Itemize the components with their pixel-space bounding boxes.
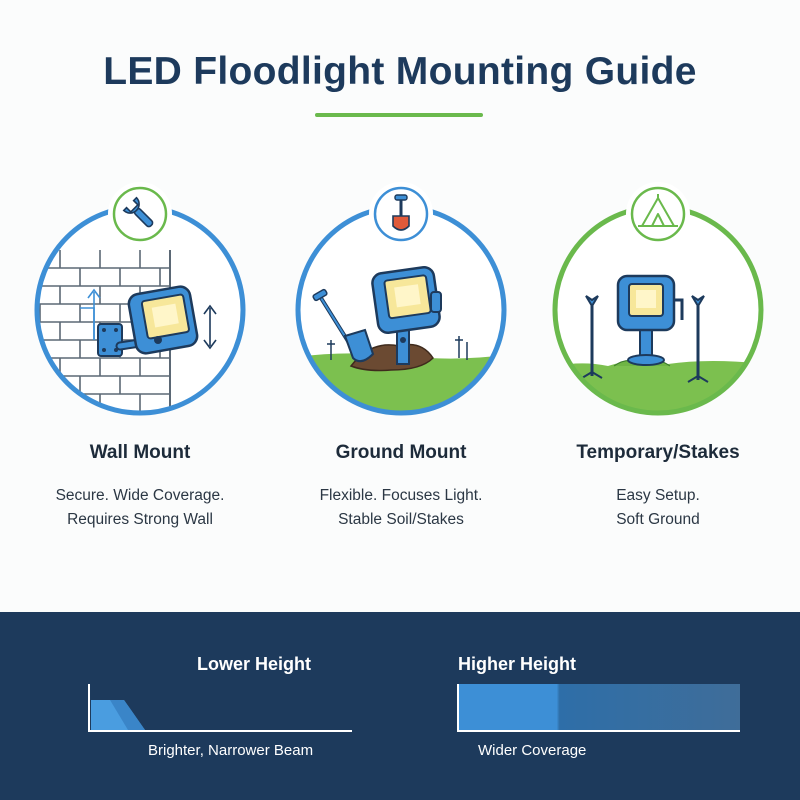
mount-title: Temporary/Stakes [576, 442, 740, 463]
lower-height-beam [88, 684, 352, 732]
lower-height-caption: Brighter, Narrower Beam [148, 742, 314, 759]
page-title: LED Floodlight Mounting Guide [103, 50, 697, 93]
mount-description: Flexible. Focuses Light. Stable Soil/Sta… [281, 484, 521, 532]
mount-description: Secure. Wide Coverage. Requires Strong W… [20, 484, 260, 532]
higher-height-beam [457, 684, 740, 732]
height-comparison-diagram [88, 684, 740, 732]
mount-title: Ground Mount [335, 442, 467, 463]
temporary-mount-illustration [552, 182, 764, 416]
ground-mount-illustration [295, 182, 507, 416]
mount-card-wall: Wall Mount Secure. Wide Coverage. Requir… [20, 180, 260, 540]
higher-height-caption: Wider Coverage [478, 742, 587, 759]
mount-desc-line1: Secure. Wide Coverage. [55, 487, 225, 504]
stake-icon [581, 295, 603, 379]
mount-desc-line2: Soft Ground [616, 511, 700, 528]
vertical-adjust-icon [203, 304, 217, 350]
floodlight-icon [616, 274, 684, 332]
mount-desc-line1: Easy Setup. [616, 487, 700, 504]
height-comparison-panel: Lower Height Brighter, Narrower Beam Hig… [0, 612, 800, 800]
title-underline [315, 113, 483, 117]
mount-desc-line2: Stable Soil/Stakes [338, 511, 464, 528]
lower-height-label: Lower Height [197, 654, 312, 674]
stake-icon [687, 295, 709, 383]
mount-title: Wall Mount [89, 442, 191, 463]
mount-description: Easy Setup. Soft Ground [538, 484, 778, 532]
floodlight-icon [127, 285, 199, 355]
wrench-icon [122, 196, 154, 228]
shovel-icon [312, 288, 375, 363]
mount-desc-line1: Flexible. Focuses Light. [319, 487, 483, 504]
mount-card-temporary: Temporary/Stakes Easy Setup. Soft Ground [538, 180, 778, 540]
higher-height-label: Higher Height [458, 654, 577, 674]
height-arrow-icon [80, 288, 101, 340]
tent-icon [638, 194, 678, 227]
mount-desc-line2: Requires Strong Wall [67, 511, 213, 528]
mount-card-ground: Ground Mount Flexible. Focuses Light. St… [281, 180, 521, 540]
shovel-icon [392, 194, 410, 231]
wall-mount-illustration [34, 182, 246, 416]
floodlight-icon [371, 266, 442, 334]
